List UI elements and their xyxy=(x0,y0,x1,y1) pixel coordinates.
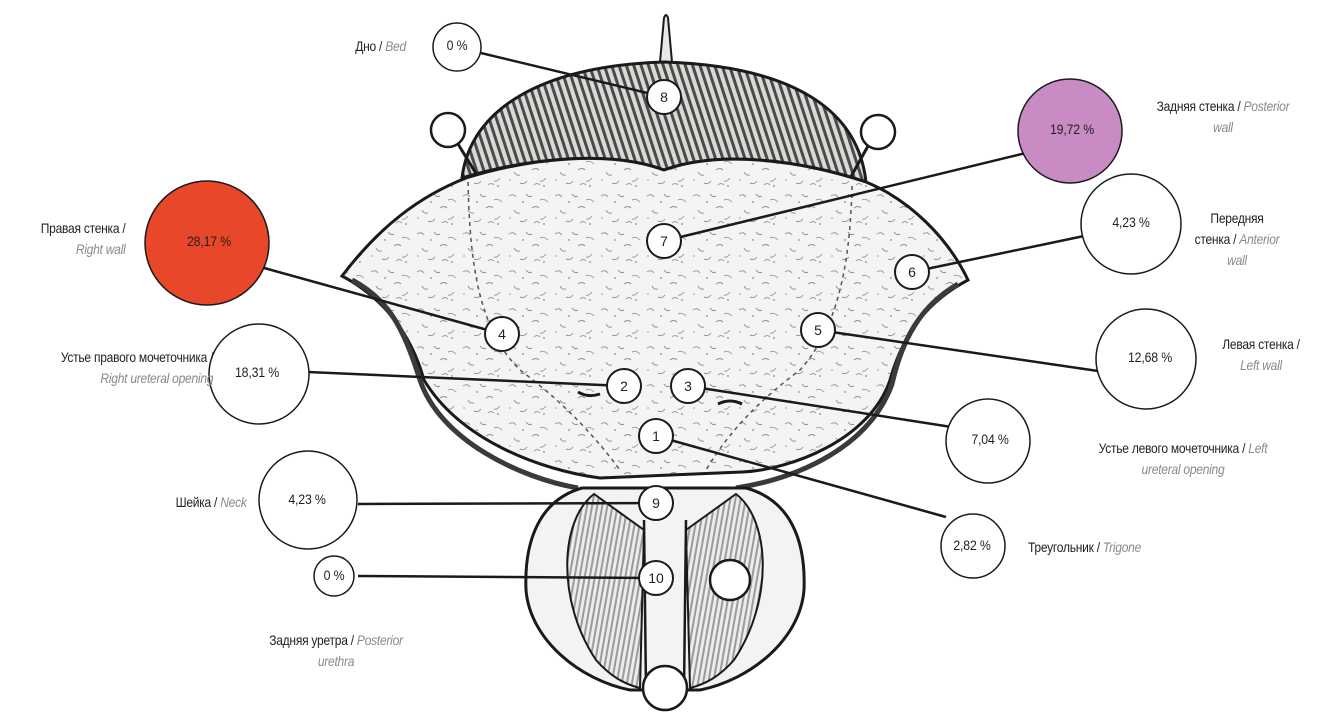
marker-2: 2 xyxy=(607,369,641,403)
label-neck-ru: Шейка / xyxy=(176,494,218,510)
label-left-ureteral-opening: Устье левого мочеточника / Left ureteral… xyxy=(1070,438,1295,480)
marker-6: 6 xyxy=(895,255,929,289)
label-trigone-ru: Треугольник / xyxy=(1028,539,1100,555)
percent-posterior-urethra: 0 % xyxy=(324,567,345,583)
label-posterior-urethra-en-2: urethra xyxy=(241,651,430,672)
marker-9-number: 9 xyxy=(652,495,660,511)
label-trigone: Треугольник / Trigone xyxy=(1028,537,1141,558)
percent-right-ureteral-opening: 18,31 % xyxy=(235,364,279,380)
label-right-ureteral-opening-en: Right ureteral opening xyxy=(61,368,213,389)
label-anterior-wall-ru-2: стенка / xyxy=(1195,231,1237,247)
label-anterior-wall-ru-1: Передняя xyxy=(1181,208,1293,229)
leader-line-9 xyxy=(358,503,656,504)
label-bed-en: Bed xyxy=(385,38,406,54)
label-left-ureteral-opening-ru: Устье левого мочеточника / xyxy=(1099,440,1245,456)
marker-4-number: 4 xyxy=(498,326,506,342)
label-right-wall-ru: Правая стенка / xyxy=(40,218,125,239)
label-right-wall-en: Right wall xyxy=(40,239,125,260)
marker-7: 7 xyxy=(647,224,681,258)
marker-1-number: 1 xyxy=(652,428,660,444)
label-neck-en: Neck xyxy=(221,494,247,510)
percent-anterior-wall: 4,23 % xyxy=(1112,214,1149,230)
label-posterior-wall-en-2: wall xyxy=(1141,117,1304,138)
label-posterior-urethra-en-1: Posterior xyxy=(357,632,403,648)
label-neck: Шейка / Neck xyxy=(176,492,247,513)
label-left-ureteral-opening-en-1: Left xyxy=(1248,440,1267,456)
percent-neck: 4,23 % xyxy=(288,491,325,507)
label-posterior-urethra: Задняя уретра / Posterior urethra xyxy=(241,630,430,672)
marker-10: 10 xyxy=(639,561,673,595)
percent-right-wall: 28,17 % xyxy=(187,233,231,249)
label-anterior-wall: Передняя стенка / Anterior wall xyxy=(1181,208,1293,271)
marker-3-number: 3 xyxy=(684,378,692,394)
percent-left-wall: 12,68 % xyxy=(1128,349,1172,365)
marker-8: 8 xyxy=(647,80,681,114)
label-right-wall: Правая стенка / Right wall xyxy=(40,218,125,260)
marker-2-number: 2 xyxy=(620,378,628,394)
marker-8-number: 8 xyxy=(660,89,668,105)
marker-10-number: 10 xyxy=(648,570,664,586)
percent-left-ureteral-opening: 7,04 % xyxy=(971,431,1008,447)
percent-trigone: 2,82 % xyxy=(953,537,990,553)
label-trigone-en: Trigone xyxy=(1103,539,1141,555)
marker-5-number: 5 xyxy=(814,322,822,338)
marker-4: 4 xyxy=(485,317,519,351)
label-anterior-wall-en-3: wall xyxy=(1181,250,1293,271)
marker-3: 3 xyxy=(671,369,705,403)
label-left-wall-ru: Левая стенка / xyxy=(1214,334,1309,355)
marker-6-number: 6 xyxy=(908,264,916,280)
marker-7-number: 7 xyxy=(660,233,668,249)
label-bed-ru: Дно / xyxy=(355,38,382,54)
label-left-ureteral-opening-en-2: ureteral opening xyxy=(1070,459,1295,480)
label-right-ureteral-opening-ru: Устье правого мочеточника / xyxy=(61,347,213,368)
label-anterior-wall-en-2: Anterior xyxy=(1239,231,1279,247)
bladder-illustration xyxy=(342,15,968,710)
marker-5: 5 xyxy=(801,313,835,347)
label-left-wall-en: Left wall xyxy=(1214,355,1309,376)
label-right-ureteral-opening: Устье правого мочеточника / Right ureter… xyxy=(61,347,213,389)
marker-1: 1 xyxy=(639,419,673,453)
label-left-wall: Левая стенка / Left wall xyxy=(1214,334,1309,376)
percent-posterior-wall: 19,72 % xyxy=(1050,121,1094,137)
label-posterior-wall-en-1: Posterior xyxy=(1244,98,1290,114)
label-posterior-wall: Задняя стенка / Posterior wall xyxy=(1141,96,1304,138)
percent-bed: 0 % xyxy=(447,37,468,53)
label-posterior-urethra-ru: Задняя уретра / xyxy=(269,632,354,648)
marker-9: 9 xyxy=(639,486,673,520)
label-bed: Дно / Bed xyxy=(355,36,406,57)
label-posterior-wall-ru: Задняя стенка / xyxy=(1157,98,1241,114)
